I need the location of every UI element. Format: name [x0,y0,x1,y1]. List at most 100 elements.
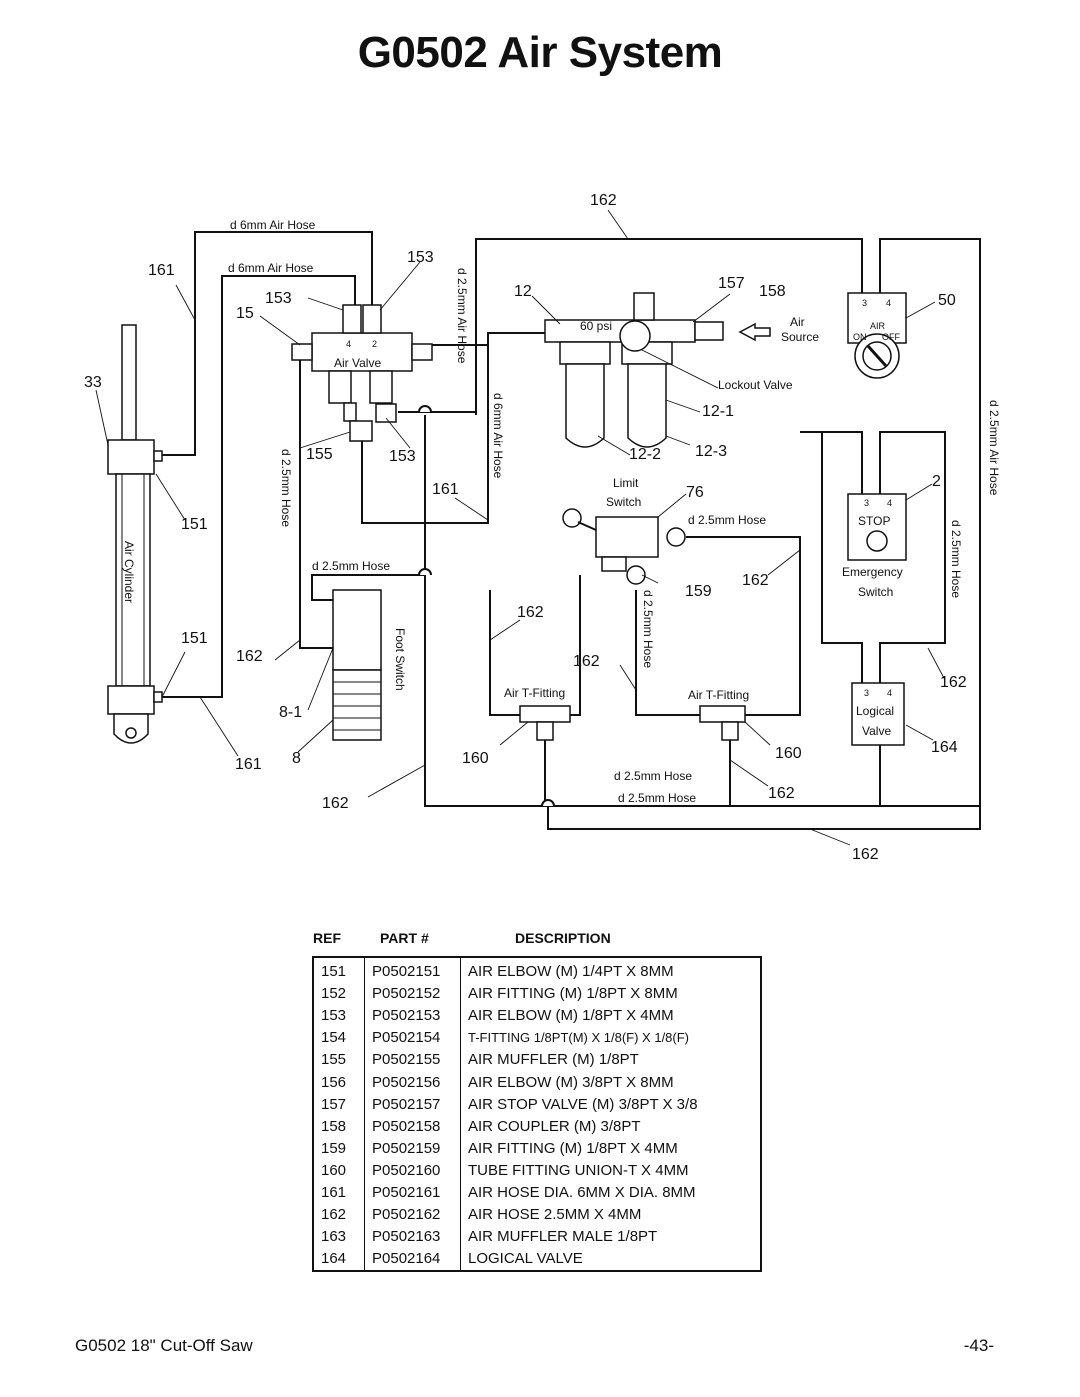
callout: 153 [407,249,434,266]
part-number-cell: P0502159 [364,1137,461,1160]
ref-cell: 151 [321,963,347,981]
ref-cell: 159 [321,1139,347,1157]
description-cell: AIR FITTING (M) 1/8PT X 8MM [460,983,761,1006]
ref-cell: 157 [321,1095,347,1113]
description-cell: AIR HOSE DIA. 6MM X DIA. 8MM [460,1181,761,1205]
page-title: G0502 Air System [357,28,723,77]
header-description: DESCRIPTION [515,930,611,946]
stop-port-label: 3 [864,498,869,508]
callout: 153 [265,290,292,307]
hose-crossovers [418,405,555,807]
callout: 164 [931,739,958,756]
hose-label: d 2.5mm Hose [312,559,390,573]
part-number-cell: P0502164 [364,1248,461,1272]
hose-label: d 6mm Air Hose [230,218,316,232]
logical-valve-label: Logical [856,704,894,718]
callout: 151 [181,630,208,647]
callout: 162 [768,785,795,802]
emergency-switch-label: Switch [858,585,893,599]
part-number-cell: P0502160 [364,1159,461,1182]
hose-label: d 2.5mm Air Hose [987,400,1001,496]
callout: 157 [718,275,745,292]
air-valve-label: Air Valve [334,356,381,370]
lockout-air-label: AIR [870,321,886,331]
valve-port-label: 4 [346,339,351,349]
ref-cell: 164 [321,1250,347,1268]
foot-switch-label: Foot Switch [393,628,407,691]
callout: 162 [940,674,967,691]
t-fittings [519,705,746,741]
description-cell: AIR HOSE 2.5MM X 4MM [460,1204,761,1227]
ref-cell: 160 [321,1161,347,1179]
valve-port-label: 2 [372,339,377,349]
hose-label: d 2.5mm Hose [641,590,655,668]
callout: 162 [852,846,879,863]
hose-lines [160,231,981,830]
air-source-label: Source [781,330,819,344]
hose-label: d 2.5mm Air Hose [455,268,469,364]
callout: 76 [686,484,704,501]
callout: 50 [938,292,956,309]
description-cell: AIR MUFFLER (M) 1/8PT [460,1049,761,1072]
air-valve [291,304,433,442]
diagram-labels: d 6mm Air Hose d 6mm Air Hose d 2.5mm Ai… [122,218,1001,805]
ref-cell: 162 [321,1206,347,1224]
ref-cell: 153 [321,1007,347,1025]
hose-label: d 2.5mm Hose [688,513,766,527]
logical-port-label: 3 [864,688,869,698]
logical-valve [851,682,905,746]
callout: 159 [685,583,712,600]
gauge-label: 60 psi [580,319,612,333]
callout: 162 [236,648,263,665]
hose-label: d 6mm Air Hose [491,393,505,479]
part-number-cell: P0502151 [364,957,461,984]
description-cell: TUBE FITTING UNION-T X 4MM [460,1159,761,1182]
part-number-cell: P0502158 [364,1115,461,1138]
lockout-port-label: 3 [862,298,867,308]
emergency-switch-label: Emergency [842,565,903,579]
description-cell: AIR COUPLER (M) 3/8PT [460,1115,761,1138]
air-system-diagram: 162 161 153 153 15 12 157 158 50 33 155 … [84,192,1001,863]
lockout-valve-label: Lockout Valve [718,378,793,392]
t-fitting-label: Air T-Fitting [688,688,749,702]
air-cylinder-label: Air Cylinder [122,541,136,603]
description-cell: AIR STOP VALVE (M) 3/8PT X 3/8 [460,1093,761,1116]
limit-switch [562,508,686,585]
callout: 2 [932,473,941,490]
callout: 12-2 [629,446,661,463]
air-source-label: Air [790,315,805,329]
description-cell: T-FITTING 1/8PT(M) X 1/8(F) X 1/8(F) [460,1027,761,1050]
callout: 160 [462,750,489,767]
hose-label: d 2.5mm Hose [618,791,696,805]
description-cell: AIR ELBOW (M) 3/8PT X 8MM [460,1071,761,1094]
callout: 8 [292,750,301,767]
description-cell: AIR MUFFLER MALE 1/8PT [460,1226,761,1249]
description-cell: AIR ELBOW (M) 1/8PT X 4MM [460,1005,761,1028]
callout-numbers: 162 161 153 153 15 12 157 158 50 33 155 … [84,192,967,863]
lockout-on-label: ON [853,332,867,342]
leader-lines [95,209,946,846]
ref-cell: 154 [321,1029,347,1047]
callout: 160 [775,745,802,762]
callout: 161 [235,756,262,773]
part-number-cell: P0502155 [364,1049,461,1072]
callout: 151 [181,516,208,533]
parts-table-header: REF PART # DESCRIPTION [313,930,763,952]
hose-label: d 6mm Air Hose [228,261,314,275]
stop-port-label: 4 [887,498,892,508]
part-number-cell: P0502163 [364,1226,461,1249]
callout: 162 [322,795,349,812]
page-number: -43- [963,1336,994,1355]
lockout-off-label: OFF [882,332,900,342]
filter-regulator [544,292,771,448]
hose-label: d 2.5mm Hose [279,449,293,527]
